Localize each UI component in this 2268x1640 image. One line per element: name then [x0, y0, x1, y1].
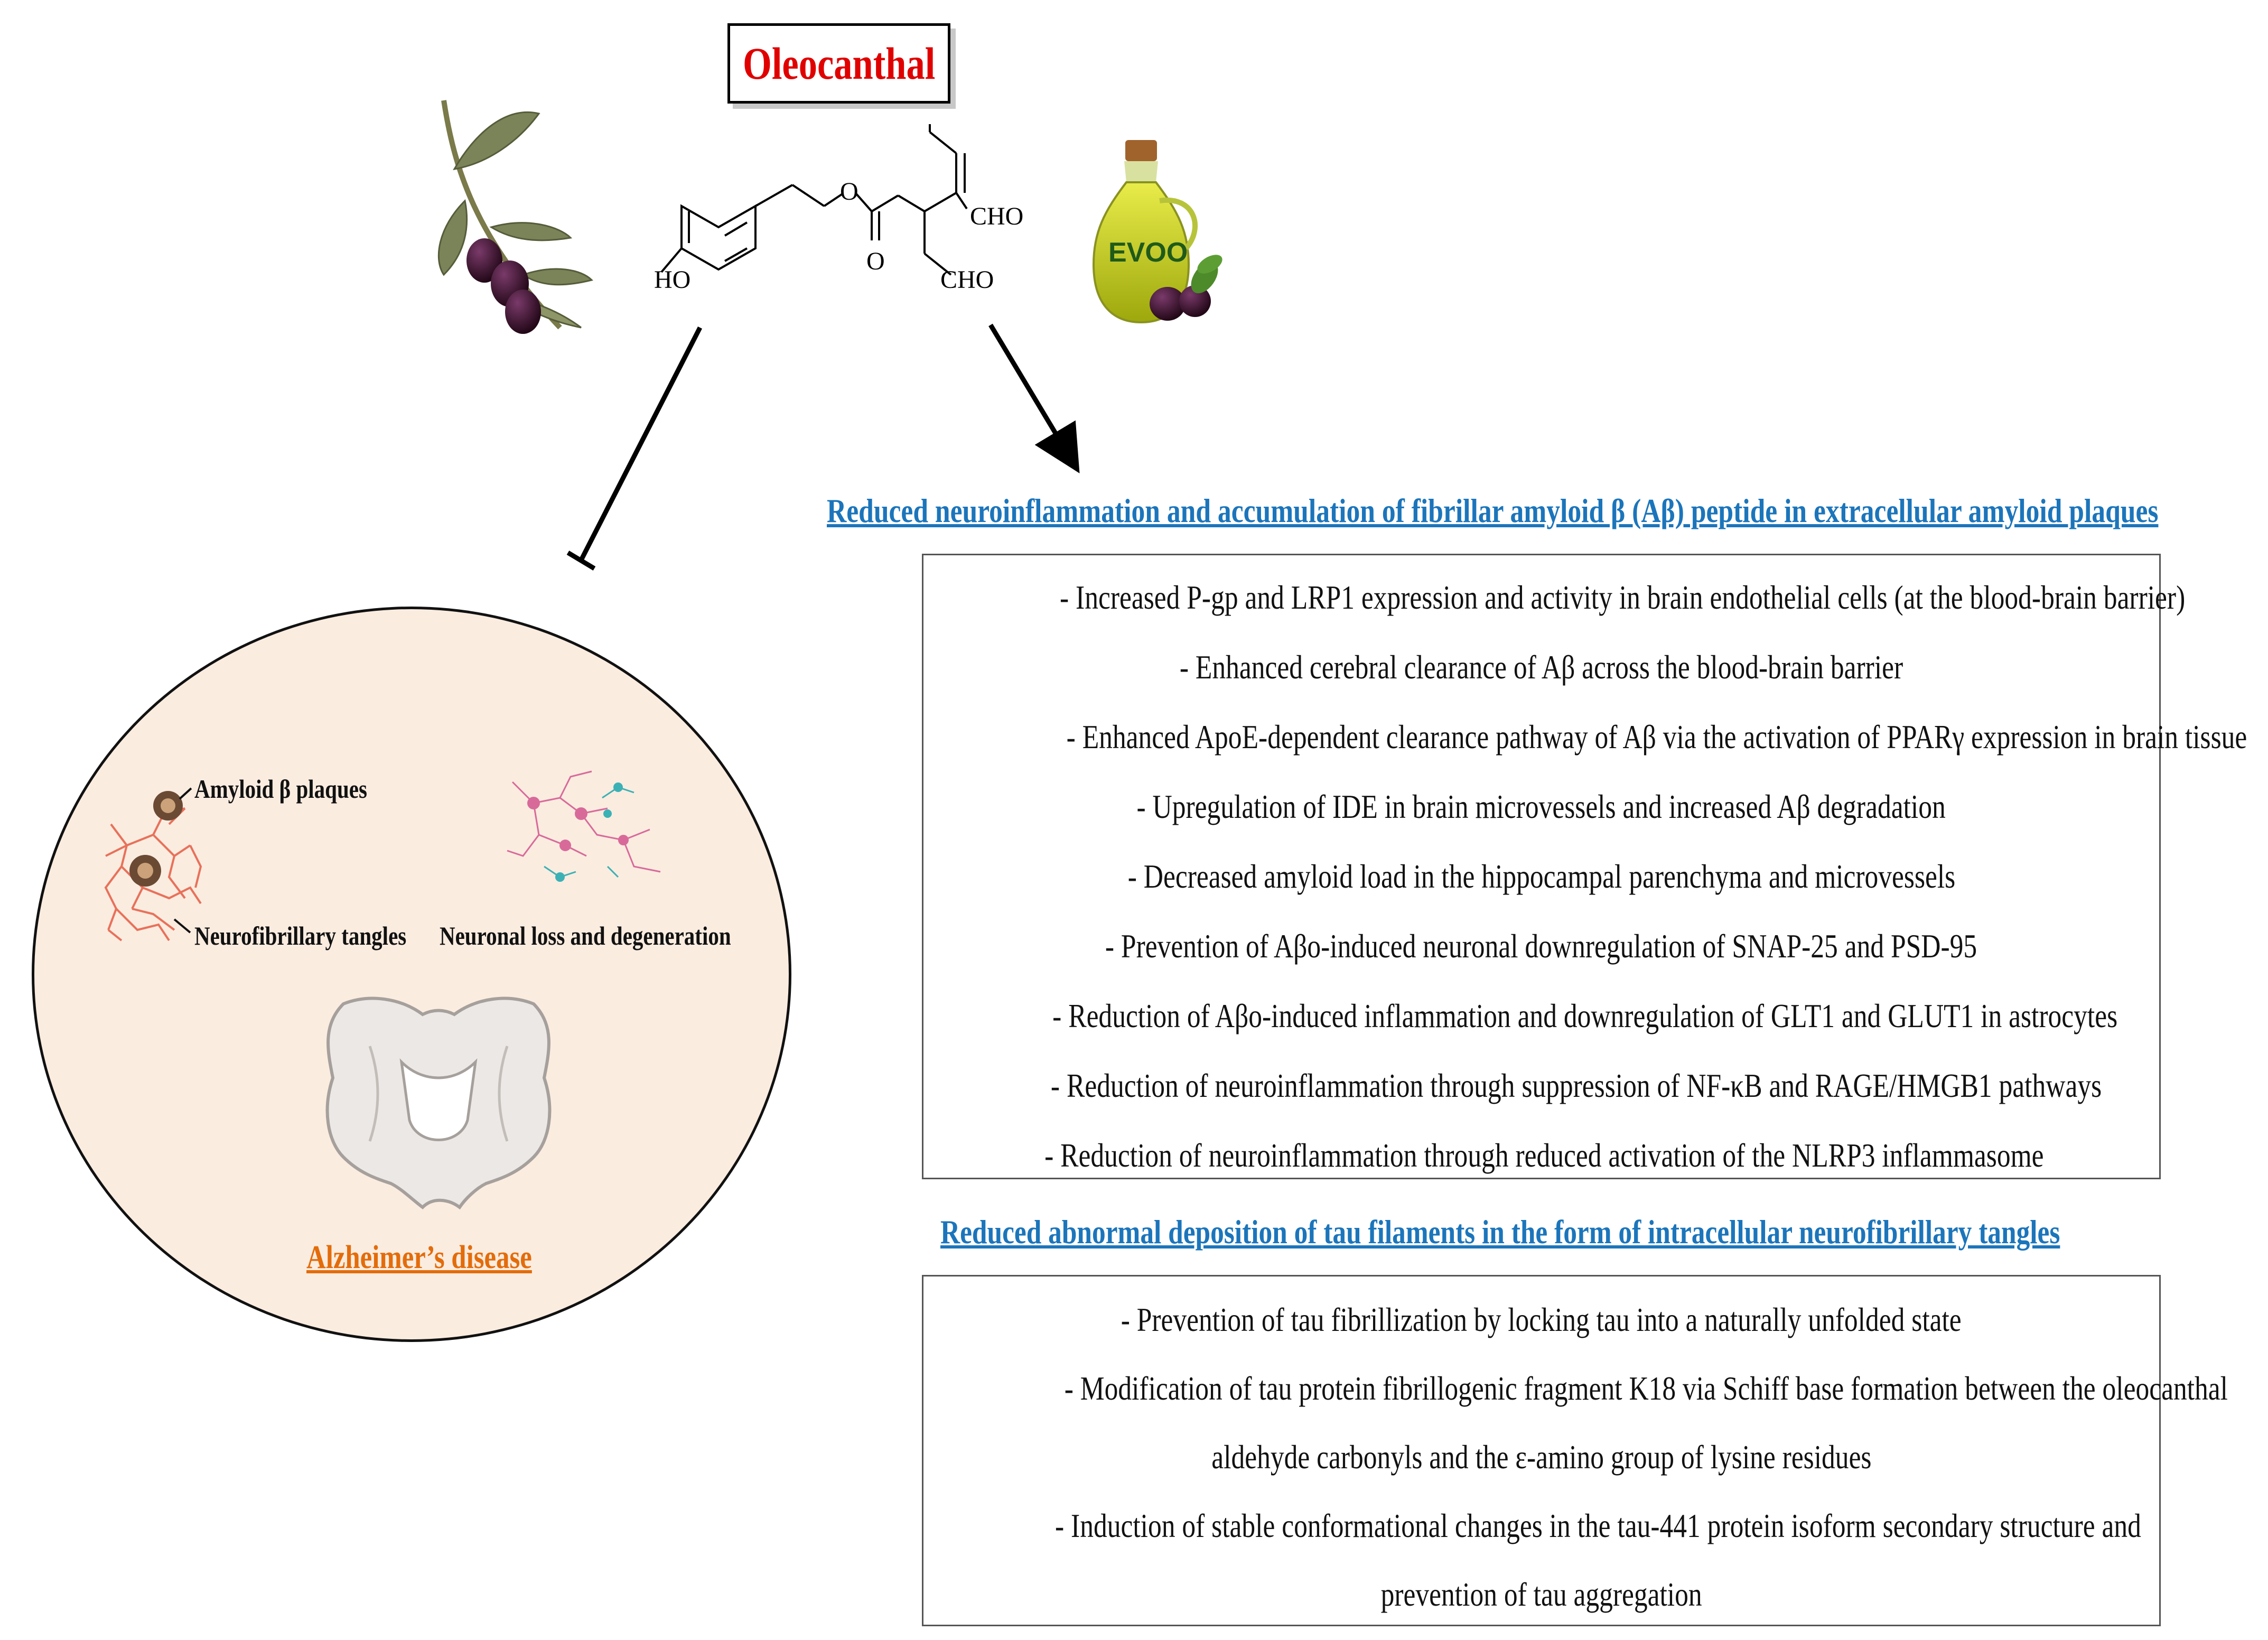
neuronal-loss-label: Neuronal loss and degeneration	[440, 921, 731, 951]
section1-heading: Reduced neuroinflammation and accumulati…	[827, 492, 2159, 529]
label-leader-lines	[173, 787, 192, 934]
list-item: - Reduction of Aβo-induced inflammation …	[1052, 997, 2118, 1035]
brain-section-icon	[325, 996, 552, 1210]
ester-oxygen-label: O	[840, 178, 858, 206]
olive-branch-icon	[437, 100, 593, 334]
hydroxyl-label: HO	[654, 266, 690, 294]
amyloid-plaque-icon	[129, 791, 183, 887]
evoo-bottle-icon	[1092, 140, 1222, 324]
alzheimers-disease-circle	[32, 607, 791, 1342]
oleocanthal-structure	[660, 124, 968, 276]
list-item: - Induction of stable conformational cha…	[1055, 1507, 2141, 1544]
inhibition-arrow	[566, 326, 703, 571]
list-item: - Increased P-gp and LRP1 expression and…	[1060, 579, 2186, 616]
section2-findings-box: - Prevention of tau fibrillization by lo…	[922, 1275, 2228, 1626]
aldehyde-label-1: CHO	[970, 202, 1023, 230]
amyloid-plaques-label: Amyloid β plaques	[194, 774, 367, 804]
list-item: - Reduction of neuroinflammation through…	[1044, 1136, 2044, 1174]
section1-findings-box: - Increased P-gp and LRP1 expression and…	[922, 554, 2247, 1179]
neurofibrillary-tangles-icon	[104, 807, 202, 942]
section2-heading: Reduced abnormal deposition of tau filam…	[940, 1213, 2060, 1251]
evoo-label: EVOO	[1108, 237, 1188, 268]
neurofibrillary-tangles-label: Neurofibrillary tangles	[194, 921, 407, 951]
list-item: - Prevention of Aβo-induced neuronal dow…	[1105, 927, 1977, 965]
alzheimers-disease-label: Alzheimer’s disease	[306, 1240, 532, 1275]
carbonyl-oxygen-label: O	[866, 247, 885, 275]
neurons-icon	[507, 770, 661, 882]
title: Oleocanthal	[742, 38, 936, 89]
list-item: prevention of tau aggregation	[1380, 1576, 1702, 1613]
list-item: - Enhanced ApoE-dependent clearance path…	[1066, 718, 2247, 756]
activation-arrow	[988, 323, 1080, 473]
title-box: Oleocanthal	[727, 23, 950, 104]
list-item: - Modification of tau protein fibrilloge…	[1064, 1369, 2228, 1407]
list-item: - Reduction of neuroinflammation through…	[1050, 1067, 2102, 1104]
list-item: aldehyde carbonyls and the ε-amino group…	[1211, 1438, 1872, 1476]
list-item: - Enhanced cerebral clearance of Aβ acro…	[1179, 648, 1903, 686]
list-item: - Prevention of tau fibrillization by lo…	[1121, 1301, 1962, 1338]
list-item: - Decreased amyloid load in the hippocam…	[1127, 858, 1955, 895]
list-item: - Upregulation of IDE in brain microvess…	[1136, 788, 1946, 825]
molecule-labels: O O CHO CHO HO	[654, 178, 1023, 294]
aldehyde-label-2: CHO	[940, 266, 994, 294]
